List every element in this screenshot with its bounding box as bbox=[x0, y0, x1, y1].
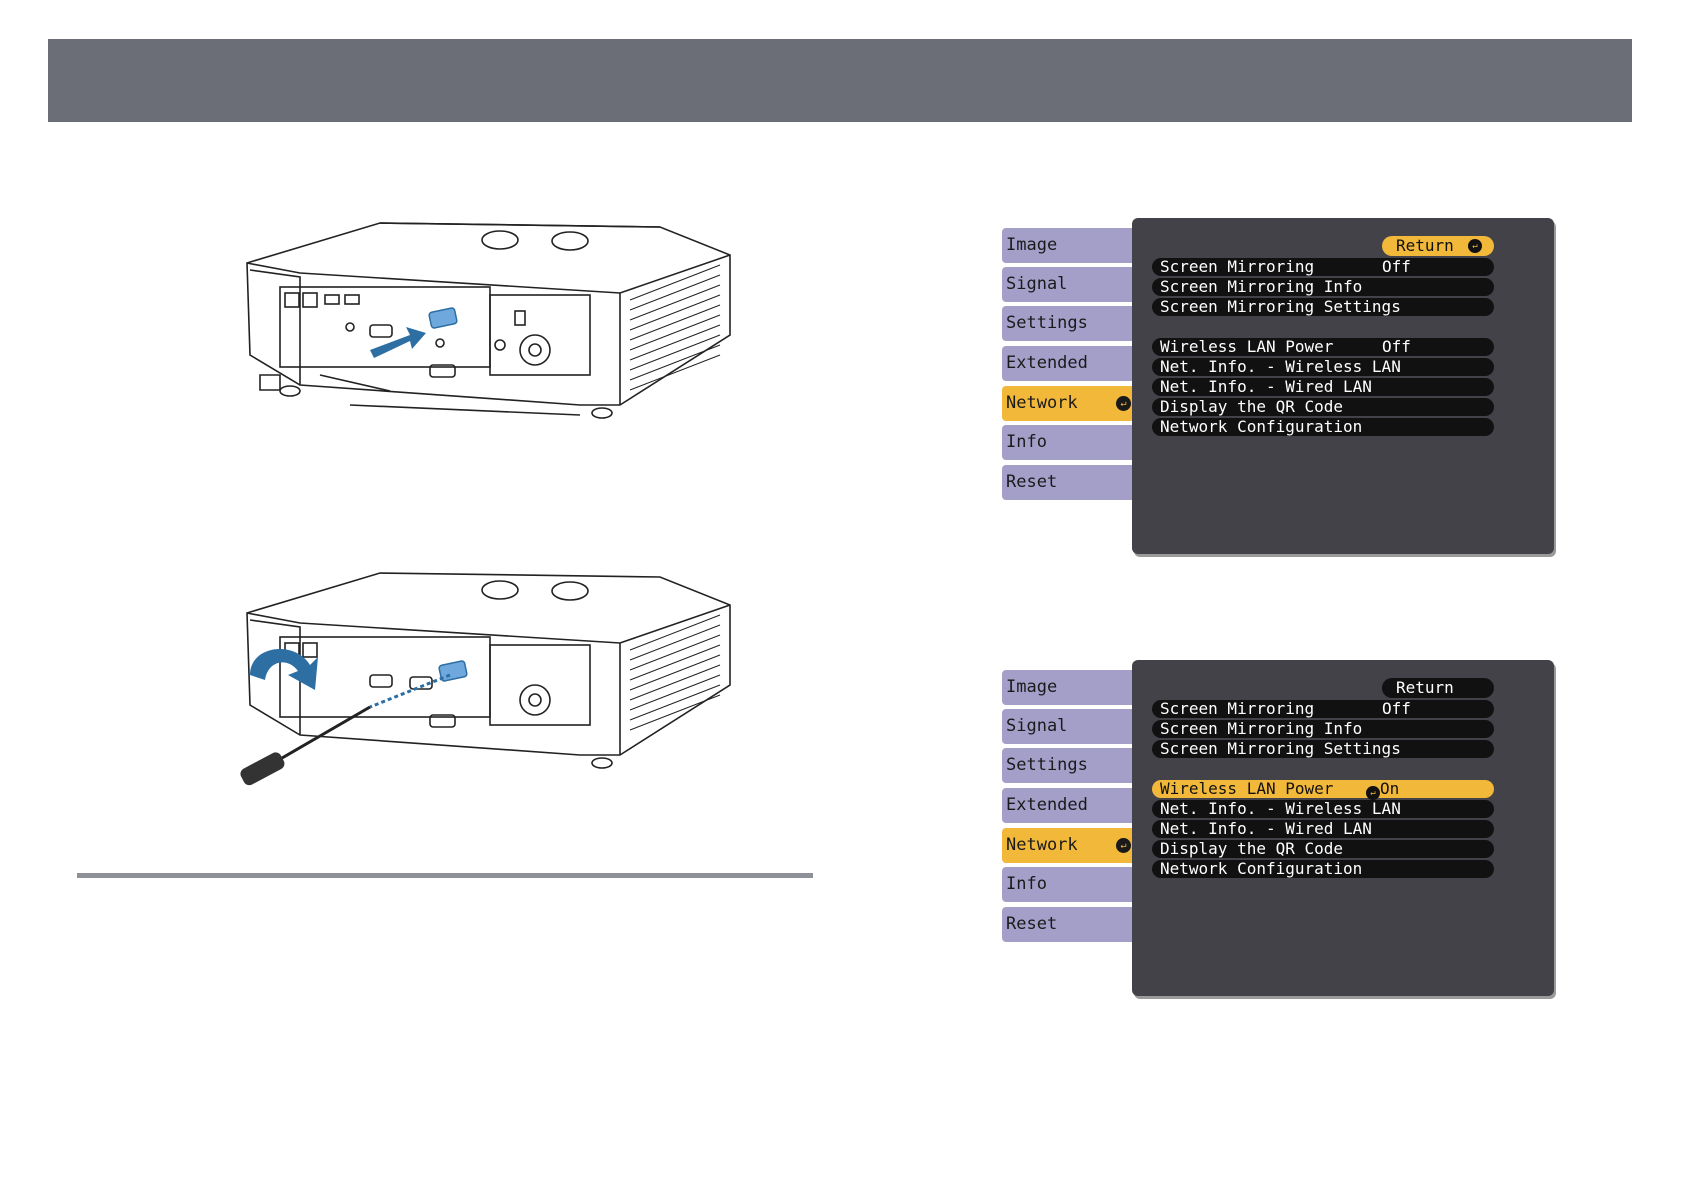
row-screen-mirroring-settings[interactable]: Screen Mirroring Settings bbox=[1152, 740, 1494, 758]
tab-reset[interactable]: Reset bbox=[1002, 465, 1137, 500]
row-screen-mirroring[interactable]: Screen Mirroring Off bbox=[1152, 700, 1494, 718]
row-value: Off bbox=[1382, 337, 1411, 356]
row-network-config[interactable]: Network Configuration bbox=[1152, 418, 1494, 436]
row-net-info-wired[interactable]: Net. Info. - Wired LAN bbox=[1152, 378, 1494, 396]
return-label: Return bbox=[1396, 678, 1454, 697]
tab-network-label: Network bbox=[1006, 835, 1078, 855]
row-wireless-lan-power[interactable]: Wireless LAN Power ↵On bbox=[1152, 779, 1494, 800]
row-label: Wireless LAN Power bbox=[1160, 337, 1334, 356]
row-screen-mirroring-info[interactable]: Screen Mirroring Info bbox=[1152, 278, 1494, 296]
row-net-info-wireless[interactable]: Net. Info. - Wireless LAN bbox=[1152, 358, 1494, 376]
row-label: Screen Mirroring bbox=[1160, 257, 1315, 276]
tab-network[interactable]: Network ↵ bbox=[1002, 828, 1137, 863]
projector-screw-cover-illustration bbox=[240, 565, 740, 815]
row-display-qr[interactable]: Display the QR Code bbox=[1152, 398, 1494, 416]
row-value: Off bbox=[1382, 257, 1411, 276]
projector-insert-module-illustration bbox=[240, 215, 740, 455]
row-value-text: On bbox=[1380, 779, 1400, 798]
tab-settings[interactable]: Settings bbox=[1002, 748, 1137, 783]
tab-extended[interactable]: Extended bbox=[1002, 788, 1137, 823]
menu-panel: Return Screen Mirroring Off Screen Mirror… bbox=[1132, 660, 1554, 996]
return-label: Return bbox=[1396, 236, 1454, 255]
enter-icon: ↵ bbox=[1116, 396, 1131, 411]
tab-reset[interactable]: Reset bbox=[1002, 907, 1137, 942]
row-label: Wireless LAN Power bbox=[1160, 779, 1334, 798]
tab-signal[interactable]: Signal bbox=[1002, 709, 1137, 744]
osd-menu-network-top: Image Signal Settings Extended Network↵ … bbox=[1002, 218, 1562, 558]
enter-icon: ↵ bbox=[1116, 838, 1131, 853]
return-button[interactable]: Return bbox=[1382, 678, 1494, 698]
row-label: Screen Mirroring bbox=[1160, 699, 1315, 718]
tab-image[interactable]: Image bbox=[1002, 670, 1137, 705]
row-wireless-lan-power[interactable]: Wireless LAN Power Off bbox=[1152, 338, 1494, 356]
row-screen-mirroring[interactable]: Screen Mirroring Off bbox=[1152, 258, 1494, 276]
osd-menu-network-bottom: Image Signal Settings Extended Network↵ … bbox=[1002, 660, 1562, 1000]
row-net-info-wired[interactable]: Net. Info. - Wired LAN bbox=[1152, 820, 1494, 838]
tab-image[interactable]: Image bbox=[1002, 228, 1137, 263]
row-value: Off bbox=[1382, 699, 1411, 718]
enter-icon: ↵ bbox=[1366, 786, 1380, 800]
tab-network-label: Network bbox=[1006, 393, 1078, 413]
return-button[interactable]: Return ↵ bbox=[1382, 236, 1494, 256]
section-divider bbox=[77, 873, 813, 878]
tab-signal[interactable]: Signal bbox=[1002, 267, 1137, 302]
row-net-info-wireless[interactable]: Net. Info. - Wireless LAN bbox=[1152, 800, 1494, 818]
tab-network[interactable]: Network ↵ bbox=[1002, 386, 1137, 421]
enter-icon: ↵ bbox=[1468, 239, 1482, 253]
row-value: ↵On bbox=[1366, 780, 1399, 800]
row-network-config[interactable]: Network Configuration bbox=[1152, 860, 1494, 878]
tab-settings[interactable]: Settings bbox=[1002, 306, 1137, 341]
tab-info[interactable]: Info bbox=[1002, 867, 1137, 902]
row-screen-mirroring-info[interactable]: Screen Mirroring Info bbox=[1152, 720, 1494, 738]
row-screen-mirroring-settings[interactable]: Screen Mirroring Settings bbox=[1152, 298, 1494, 316]
tab-extended[interactable]: Extended bbox=[1002, 346, 1137, 381]
row-display-qr[interactable]: Display the QR Code bbox=[1152, 840, 1494, 858]
tab-info[interactable]: Info bbox=[1002, 425, 1137, 460]
page-header-bar bbox=[48, 39, 1632, 122]
